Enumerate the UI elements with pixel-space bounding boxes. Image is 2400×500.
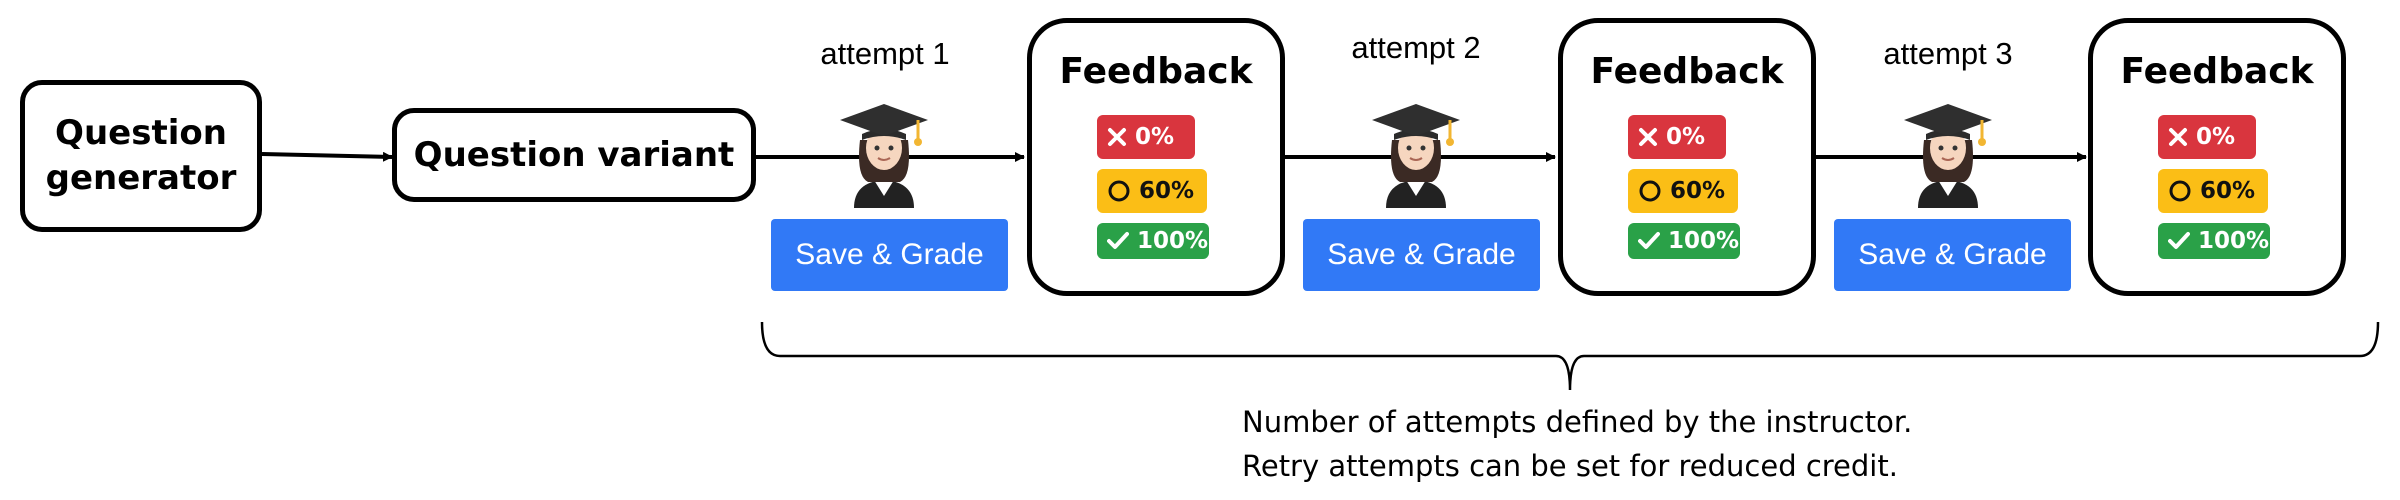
arrow-generator-to-variant — [261, 151, 393, 162]
question-variant-box: Question variant — [392, 108, 756, 202]
score-badge-text: 0% — [1135, 124, 1175, 150]
score-badge-60: 60% — [1628, 169, 1738, 213]
score-badge-text: 100% — [1668, 228, 1740, 254]
score-badge-text: 60% — [2200, 178, 2256, 204]
feedback-box: Feedback 0% 60% 100% — [1027, 18, 1285, 296]
feedback-title: Feedback — [1590, 51, 1784, 92]
feedback-box: Feedback 0% 60% 100% — [1558, 18, 1816, 296]
question-generator-box: Question generator — [20, 80, 262, 232]
score-badge-0: 0% — [1097, 115, 1195, 159]
attempts-note-line-2: Retry attempts can be set for reduced cr… — [1242, 449, 1898, 483]
score-badge-60: 60% — [1097, 169, 1207, 213]
feedback-box: Feedback 0% 60% 100% — [2088, 18, 2346, 296]
x-icon — [1108, 128, 1126, 146]
save-grade-button[interactable]: Save & Grade — [1303, 219, 1540, 291]
question-variant-label: Question variant — [413, 134, 735, 175]
score-badge-100: 100% — [1097, 223, 1209, 259]
x-icon — [1639, 128, 1657, 146]
score-badge-100: 100% — [1628, 223, 1740, 259]
score-badge-100: 100% — [2158, 223, 2270, 259]
score-badge-text: 0% — [2196, 124, 2236, 150]
score-badge-text: 60% — [1670, 178, 1726, 204]
feedback-title: Feedback — [2120, 51, 2314, 92]
x-icon — [2169, 128, 2187, 146]
score-badge-text: 60% — [1139, 178, 1195, 204]
score-badge-text: 0% — [1666, 124, 1706, 150]
score-badge-0: 0% — [2158, 115, 2256, 159]
save-grade-button[interactable]: Save & Grade — [1834, 219, 2071, 291]
check-icon — [2168, 232, 2190, 249]
attempt-3-label: attempt 3 — [1883, 36, 2013, 71]
save-grade-button[interactable]: Save & Grade — [771, 219, 1008, 291]
attempts-note-line-1: Number of attempts defined by the instru… — [1242, 405, 1913, 439]
circle-icon — [2169, 180, 2191, 202]
score-badge-60: 60% — [2158, 169, 2268, 213]
check-icon — [1107, 232, 1129, 249]
student-graduate-icon — [840, 104, 928, 208]
score-badge-0: 0% — [1628, 115, 1726, 159]
student-graduate-icon — [1904, 104, 1992, 208]
question-generator-label: Question generator — [45, 113, 237, 198]
score-badge-text: 100% — [1137, 228, 1209, 254]
student-graduate-icon — [1372, 104, 1460, 208]
check-icon — [1638, 232, 1660, 249]
feedback-title: Feedback — [1059, 51, 1253, 92]
circle-icon — [1639, 180, 1661, 202]
score-badge-text: 100% — [2198, 228, 2270, 254]
attempt-2-label: attempt 2 — [1351, 30, 1481, 65]
attempt-1-label: attempt 1 — [820, 36, 950, 71]
circle-icon — [1108, 180, 1130, 202]
attempts-brace — [760, 321, 2380, 391]
